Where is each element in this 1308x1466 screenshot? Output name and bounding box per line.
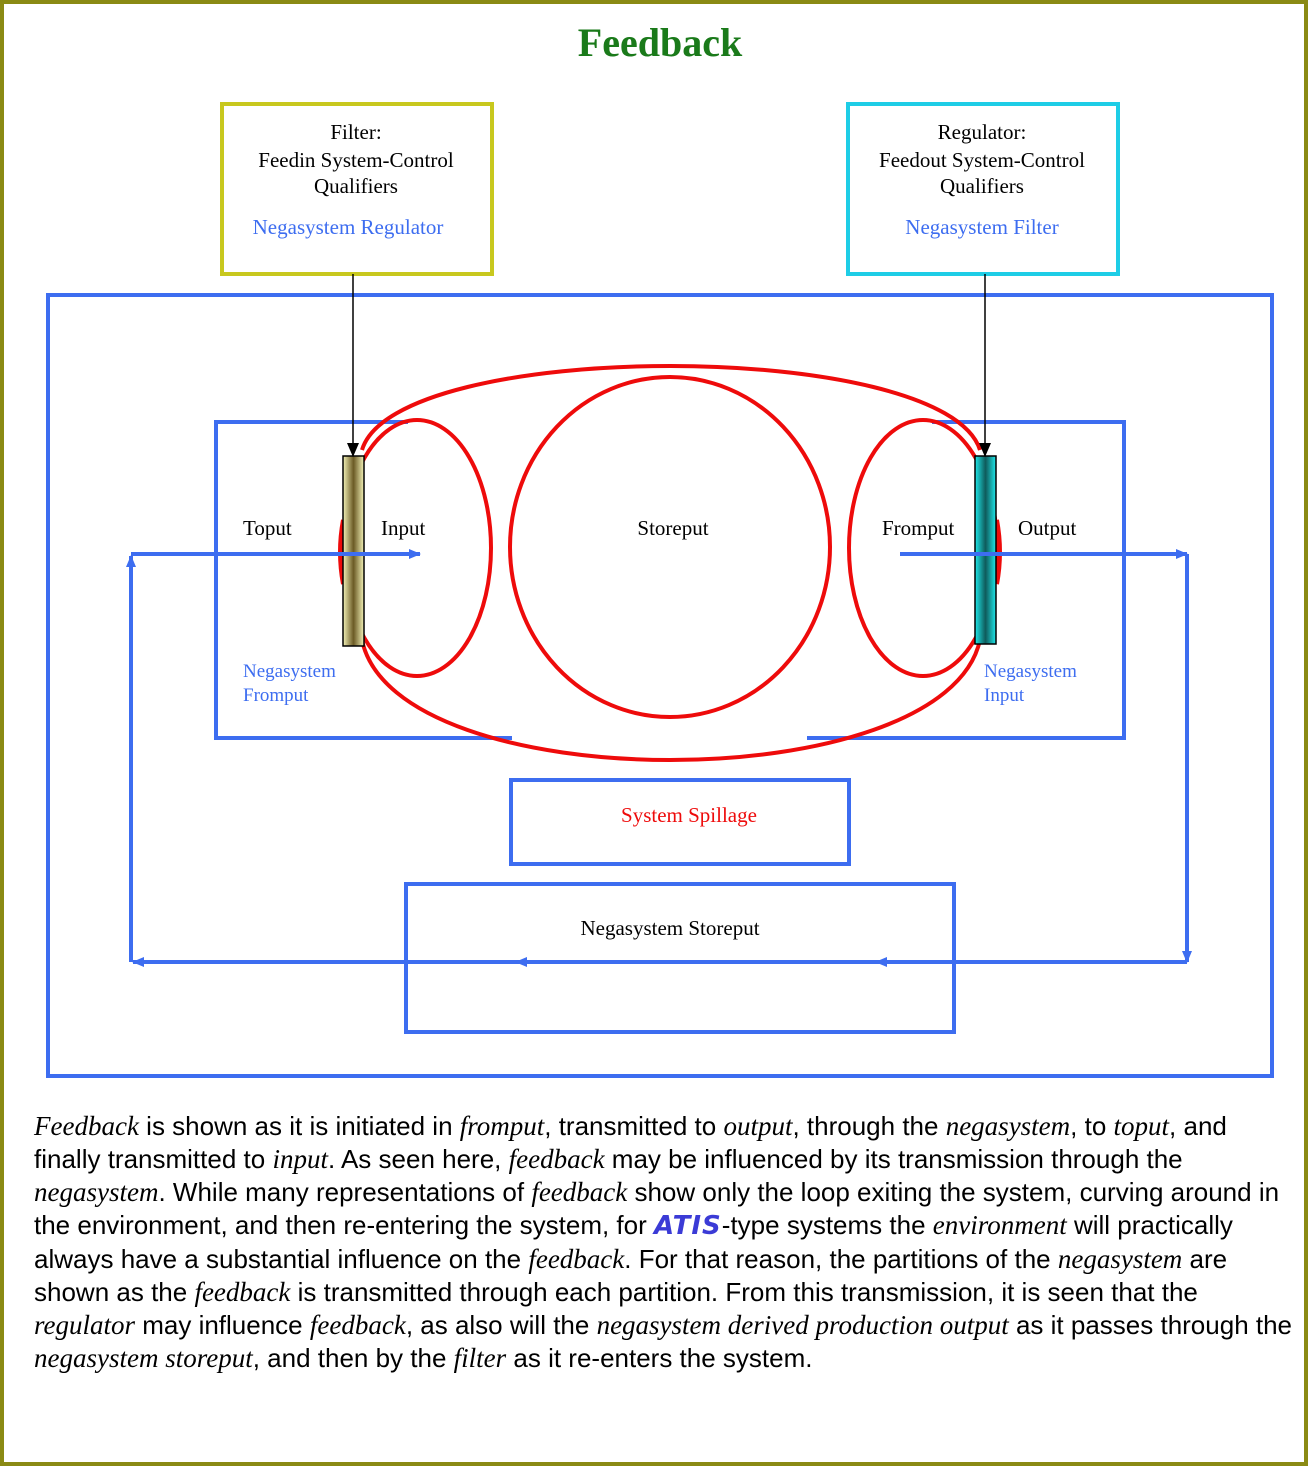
toput-label: Toput (243, 516, 292, 540)
caption-text: . For that reason, the partitions of the (624, 1244, 1058, 1274)
caption-text: may influence (135, 1310, 310, 1340)
spillage-box (509, 778, 851, 866)
caption-text: is shown as it is initiated in (138, 1111, 460, 1141)
caption-term: toput (1113, 1111, 1170, 1141)
fromput-label: Fromput (882, 516, 955, 540)
caption-text: , as also will the (405, 1310, 597, 1340)
input-label: Input (381, 516, 425, 540)
neg-storeput-box (404, 882, 956, 1034)
caption-paragraph: Feedback is shown as it is initiated in … (34, 1110, 1294, 1375)
environment-box (46, 293, 1274, 1078)
caption-text: . While many representations of (158, 1177, 532, 1207)
page-title: Feedback (578, 20, 743, 65)
caption-text: , and finally transmitted to (34, 1111, 1227, 1174)
caption-term: feedback (309, 1310, 406, 1340)
caption-term: input (272, 1144, 328, 1174)
caption-term: filter (453, 1343, 507, 1373)
storeput-partition (508, 375, 832, 719)
caption-text: -type systems the (721, 1210, 933, 1240)
regulator-line2: Qualifiers (940, 174, 1024, 198)
caption-text: show only the loop exiting the system, c… (34, 1177, 1280, 1240)
system-boundary-bottom (360, 639, 982, 762)
filter-line1: Feedin System-Control (258, 148, 454, 172)
filter-line2: Qualifiers (314, 174, 398, 198)
input-partition (341, 418, 493, 678)
system-outline (214, 420, 1126, 740)
caption-text: may be influenced by its transmission th… (604, 1144, 1183, 1174)
filter-title: Filter: (330, 120, 381, 144)
caption-term: Feedback (34, 1111, 139, 1141)
caption-text: are shown as the (34, 1244, 1228, 1307)
neg-fromput-label-2: Fromput (243, 685, 309, 706)
caption-term: feedback (531, 1177, 628, 1207)
caption-text: as it passes through the (1008, 1310, 1293, 1340)
neg-input-label-2: Input (984, 685, 1025, 706)
storeput-label: Storeput (637, 516, 708, 540)
caption-term: negasystem (1057, 1244, 1183, 1274)
regulator-bar (974, 455, 997, 645)
caption-term: feedback (528, 1244, 625, 1274)
system-boundary (360, 364, 982, 451)
neg-input-label-1: Negasystem (984, 661, 1077, 682)
caption-text: , transmitted to (544, 1111, 724, 1141)
caption-text: , to (1070, 1111, 1114, 1141)
caption-text: . As seen here, (327, 1144, 509, 1174)
caption-term: feedback (194, 1277, 291, 1307)
caption-term: negasystem derived production output (596, 1310, 1009, 1340)
caption-term: regulator (34, 1310, 135, 1340)
filter-note: Negasystem Regulator (253, 215, 444, 239)
caption-term: environment (932, 1210, 1067, 1240)
regulator-box: Regulator: Feedout System-Control Qualif… (846, 102, 1120, 276)
output-label: Output (1018, 516, 1077, 540)
filter-box: Filter: Feedin System-Control Qualifiers… (220, 102, 494, 276)
caption-term: negasystem storeput (34, 1343, 253, 1373)
neg-fromput-label-1: Negasystem (243, 661, 336, 682)
caption-term: negasystem (945, 1111, 1071, 1141)
spillage-label: System Spillage (621, 803, 757, 827)
regulator-note: Negasystem Filter (905, 215, 1058, 239)
caption-text: is transmitted through each partition. F… (290, 1277, 1198, 1307)
caption-term: feedback (508, 1144, 605, 1174)
caption-term: output (723, 1111, 793, 1141)
caption-text: , through the (792, 1111, 946, 1141)
caption-term: negasystem (34, 1177, 159, 1207)
caption-text: as it re-enters the system. (506, 1343, 813, 1373)
atis-logo: ATIS (654, 1211, 722, 1241)
regulator-title: Regulator: (938, 120, 1027, 144)
regulator-line1: Feedout System-Control (879, 148, 1085, 172)
caption-term: fromput (459, 1111, 545, 1141)
filter-bar (342, 455, 365, 647)
caption-text: will practically always have a substanti… (34, 1210, 1233, 1274)
caption-text: , and then by the (252, 1343, 454, 1373)
neg-storeput-label: Negasystem Storeput (580, 916, 759, 940)
